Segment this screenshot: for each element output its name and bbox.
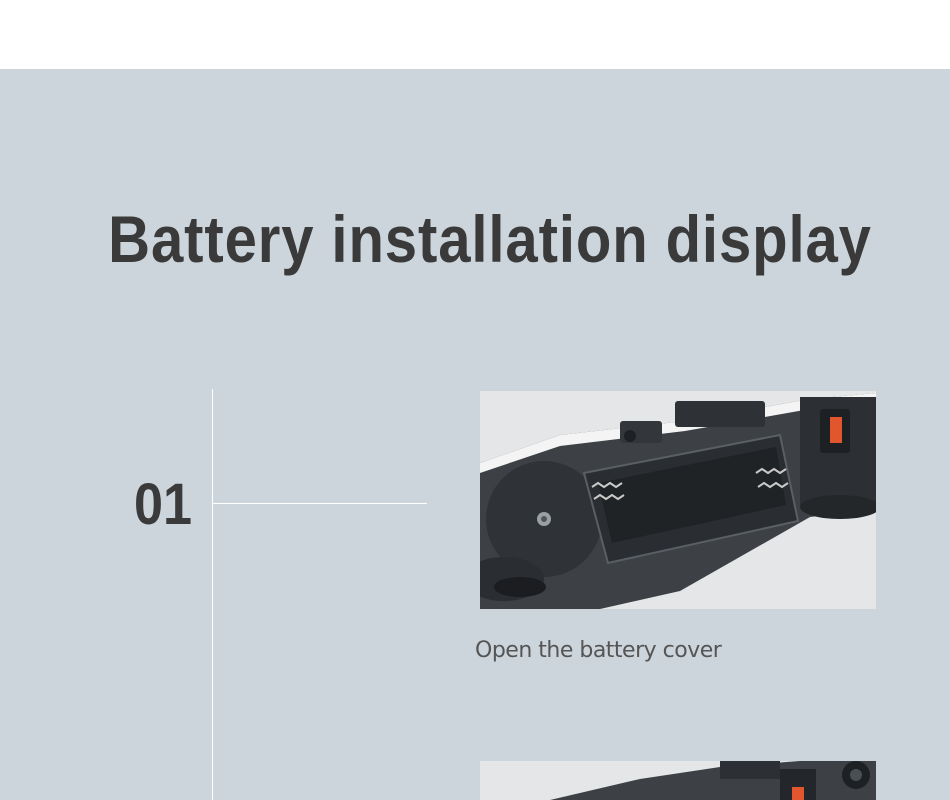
page-title: Battery installation display (108, 202, 872, 276)
timeline-connector-line (213, 503, 427, 504)
timeline-vertical-line (212, 389, 213, 800)
battery-photo-2 (480, 761, 876, 800)
step-caption: Open the battery cover (475, 638, 722, 663)
top-white-band (0, 0, 950, 69)
battery-compartment-photo (480, 391, 876, 609)
step-number: 01 (134, 472, 193, 537)
